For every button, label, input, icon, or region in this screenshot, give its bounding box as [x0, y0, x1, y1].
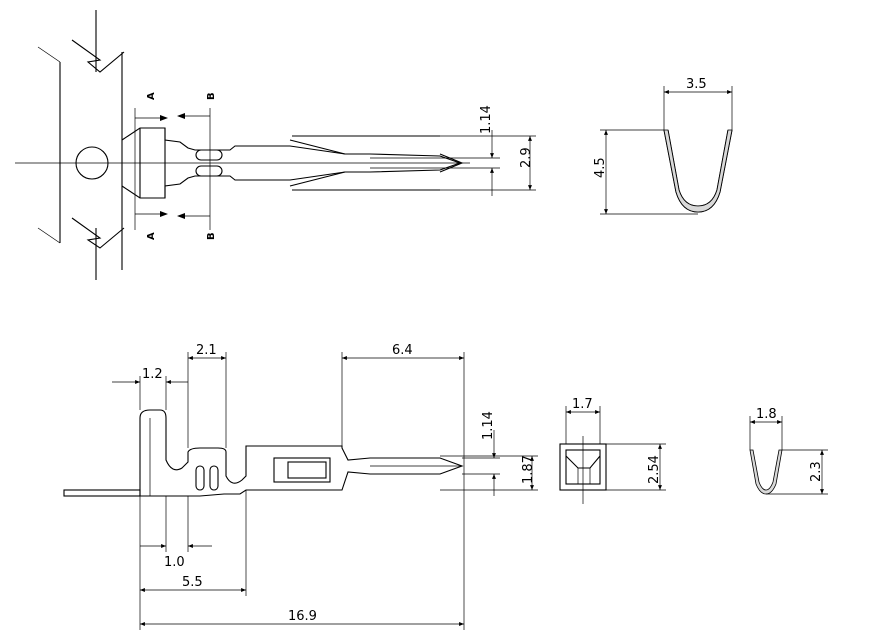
- side-view: 1.2 2.1 6.4 1.14 1.87 1.0 5.5: [63, 343, 538, 630]
- section-b-top-label: B: [206, 92, 217, 100]
- side-dim-wing-b-label: 2.1: [196, 343, 217, 358]
- side-dim-contact-length-label: 6.4: [392, 343, 413, 358]
- dim-top-tip-width-label: 1.14: [479, 105, 494, 134]
- section-line-b: B B: [177, 92, 217, 240]
- side-dim-insulation-crimp-label: 1.0: [164, 555, 185, 570]
- section-a-bottom-label: A: [146, 232, 157, 240]
- section-a-top-label: A: [146, 92, 157, 100]
- contact-dim-width-label: 1.8: [756, 407, 777, 422]
- end-dim-width-label: 1.7: [572, 397, 593, 412]
- dim-top-overall-width: 2.9: [440, 135, 536, 191]
- terminal-top-outline: [121, 127, 464, 199]
- carrier-strip: [15, 10, 470, 280]
- side-dim-crimp-length-label: 5.5: [182, 575, 203, 590]
- top-view: A A B B 1.14 2.9: [15, 10, 536, 280]
- side-dim-overall-length-label: 16.9: [288, 609, 317, 624]
- end-dim-height-label: 2.54: [647, 455, 662, 484]
- dim-top-tip-width: 1.14: [445, 105, 500, 196]
- section-b-bottom-label: B: [206, 232, 217, 240]
- side-dim-tip-width-label: 1.14: [481, 411, 496, 440]
- section-line-a: A A: [134, 92, 168, 240]
- dim-top-overall-width-label: 2.9: [519, 147, 534, 168]
- section-crimp-height-label: 4.5: [593, 157, 608, 178]
- section-crimp-width-label: 3.5: [686, 77, 707, 92]
- end-view: 1.7 2.54: [559, 397, 666, 504]
- side-dim-tip-height-label: 1.87: [521, 455, 536, 484]
- section-view-contact: 1.8 2.3: [749, 407, 828, 495]
- contact-dim-height-label: 2.3: [809, 461, 824, 482]
- side-dim-wing-a-label: 1.2: [142, 367, 163, 382]
- section-view-crimp: 3.5 4.5: [593, 77, 733, 215]
